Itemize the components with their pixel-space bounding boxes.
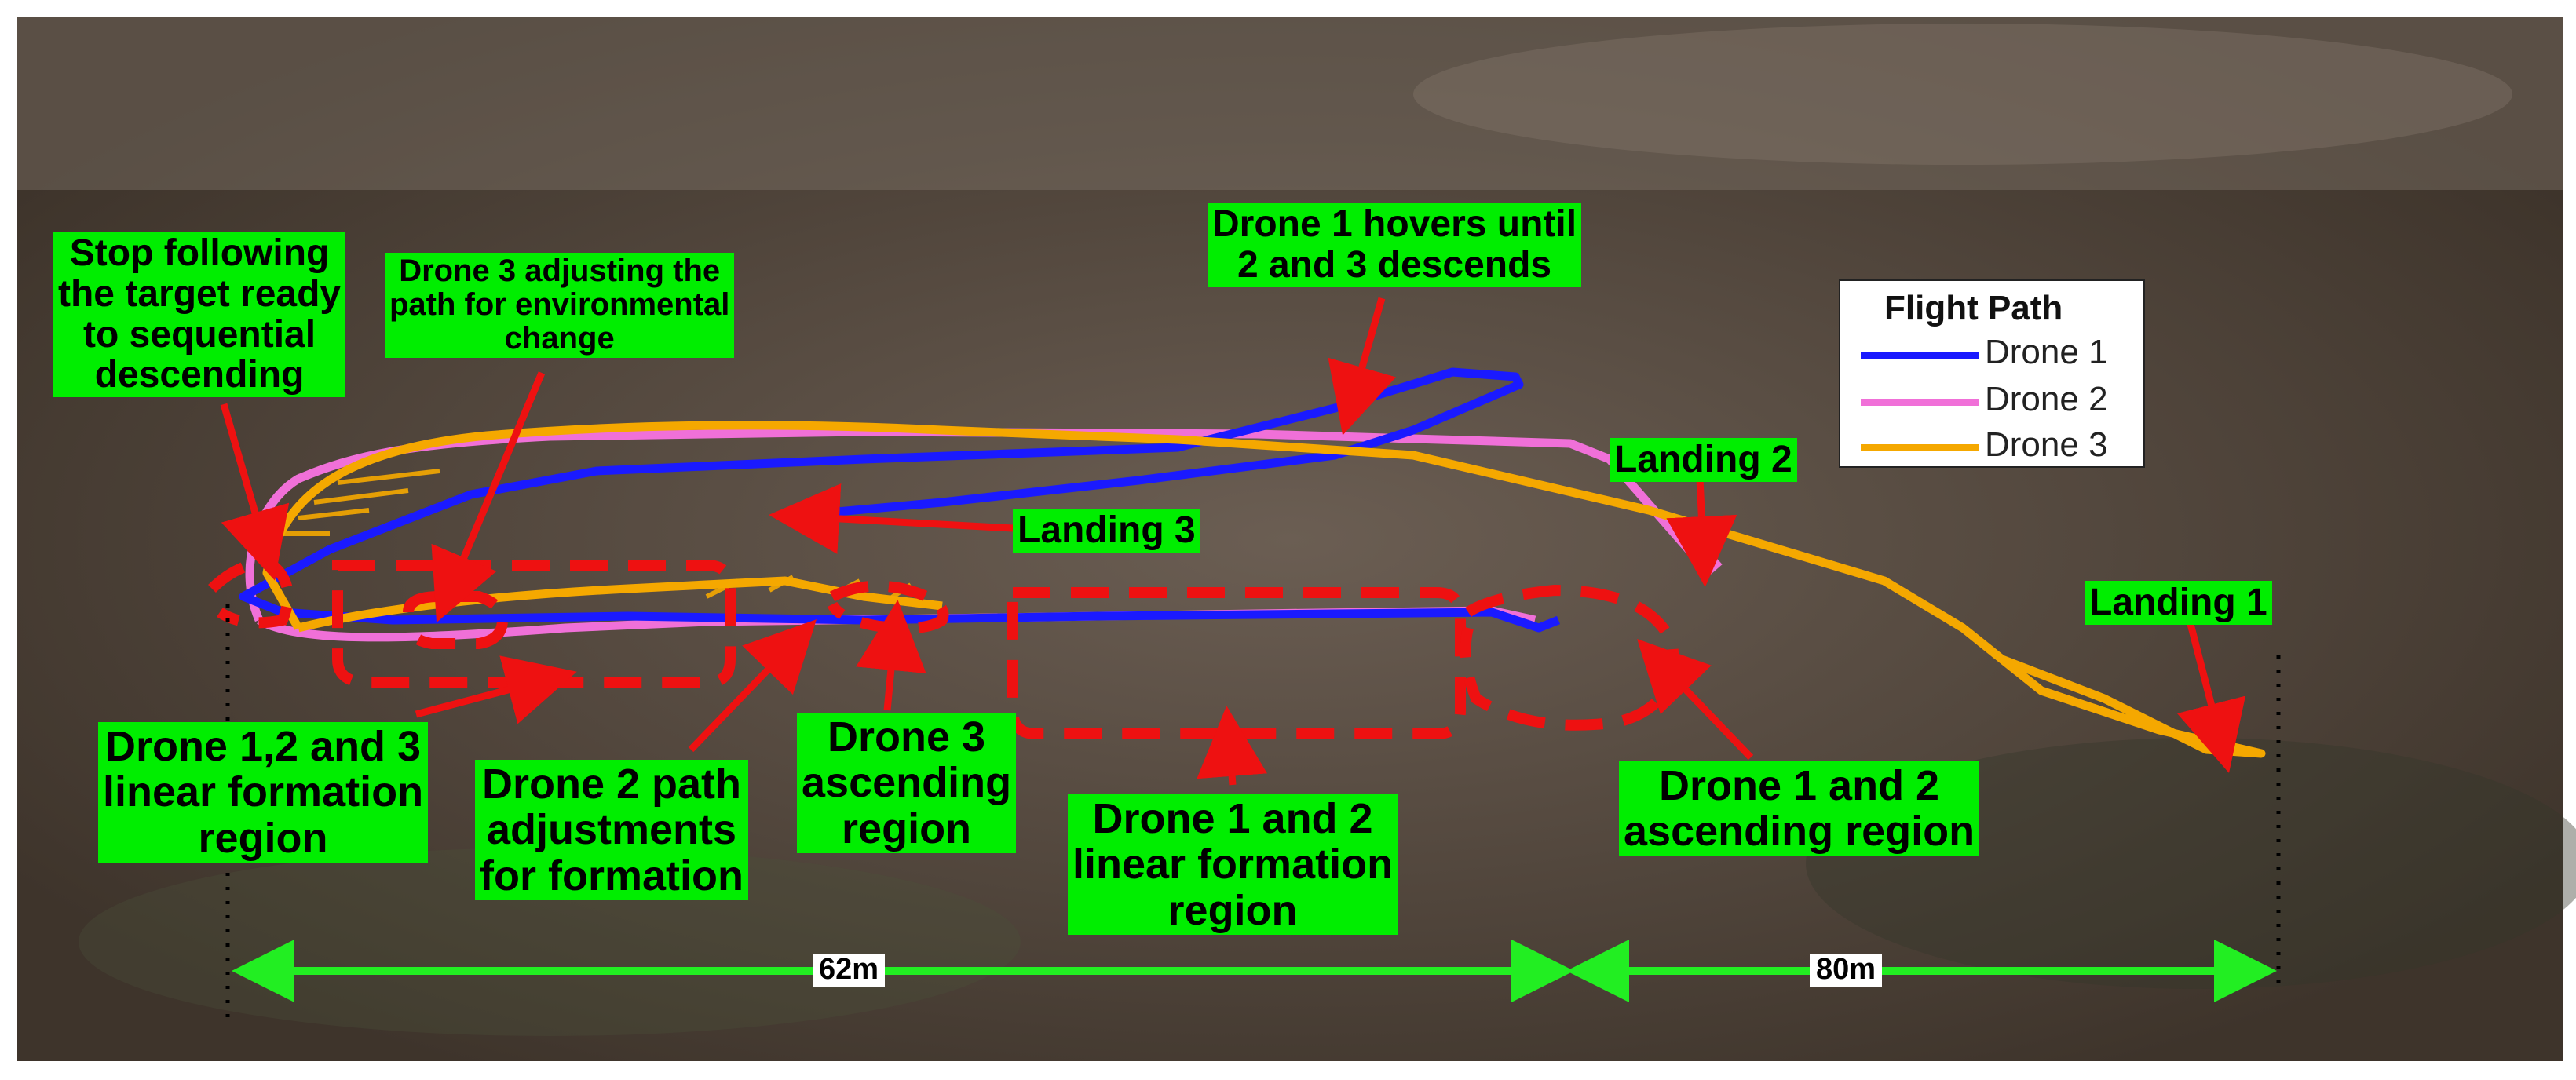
arrow-landing1 — [2176, 622, 2246, 773]
terrain-patch — [1806, 738, 2576, 989]
arrow-drone2-adjust — [688, 619, 817, 753]
annotation-arrows — [220, 297, 2246, 786]
arrow-stop-following — [220, 403, 290, 581]
legend-label-drone1: Drone 1 — [1985, 333, 2108, 371]
arrow-linear-12 — [1197, 706, 1268, 786]
label-stop-following: Stop following the target ready to seque… — [53, 232, 346, 398]
arrow-ascending-12 — [1637, 639, 1754, 761]
region-linear-123 — [332, 560, 736, 688]
arrow-drone3-adjust — [431, 371, 546, 623]
legend-swatch-drone2 — [1861, 399, 1979, 406]
region-ascending-12 — [1460, 584, 1679, 731]
legend-label-drone3: Drone 3 — [1985, 425, 2108, 464]
arrow-drone3-ascending — [856, 600, 926, 711]
label-drone1-hovers: Drone 1 hovers until 2 and 3 descends — [1208, 202, 1582, 287]
label-landing2: Landing 2 — [1610, 438, 1797, 482]
label-ascending-12: Drone 1 and 2 ascending region — [1619, 761, 1980, 856]
legend-swatch-drone1 — [1861, 352, 1979, 359]
arrow-landing2 — [1666, 478, 1737, 587]
label-drone3-ascending: Drone 3 ascending region — [797, 713, 1017, 853]
legend-item-drone1: Drone 1 — [1861, 333, 2143, 377]
distance-80m-label: 80m — [1810, 954, 1883, 987]
region-drone3-adjust — [403, 591, 509, 649]
arrow-landing3 — [769, 483, 1014, 554]
legend-swatch-drone3 — [1861, 444, 1979, 451]
arrow-drone1-hovers — [1328, 297, 1397, 436]
arrow-linear-123 — [415, 655, 577, 724]
terrain-patch — [1413, 24, 2512, 165]
label-landing1: Landing 1 — [2085, 581, 2272, 625]
label-drone3-adjust: Drone 3 adjusting the path for environme… — [385, 253, 735, 358]
legend-item-drone3: Drone 3 — [1861, 425, 2143, 469]
distance-62m-label: 62m — [813, 954, 886, 987]
map-top-band — [17, 17, 2563, 190]
label-linear-12: Drone 1 and 2 linear formation region — [1068, 794, 1398, 935]
legend-label-drone2: Drone 2 — [1985, 380, 2108, 418]
region-linear-12 — [1007, 587, 1466, 739]
drone1-path — [239, 367, 1561, 633]
label-landing3: Landing 3 — [1013, 509, 1200, 553]
legend: Flight Path Drone 1 Drone 2 Drone 3 — [1839, 279, 2145, 468]
legend-item-drone2: Drone 2 — [1861, 380, 2143, 424]
label-drone2-adjust: Drone 2 path adjustments for formation — [475, 760, 748, 900]
label-linear-123: Drone 1,2 and 3 linear formation region — [98, 722, 429, 863]
legend-title: Flight Path — [1884, 289, 2063, 327]
